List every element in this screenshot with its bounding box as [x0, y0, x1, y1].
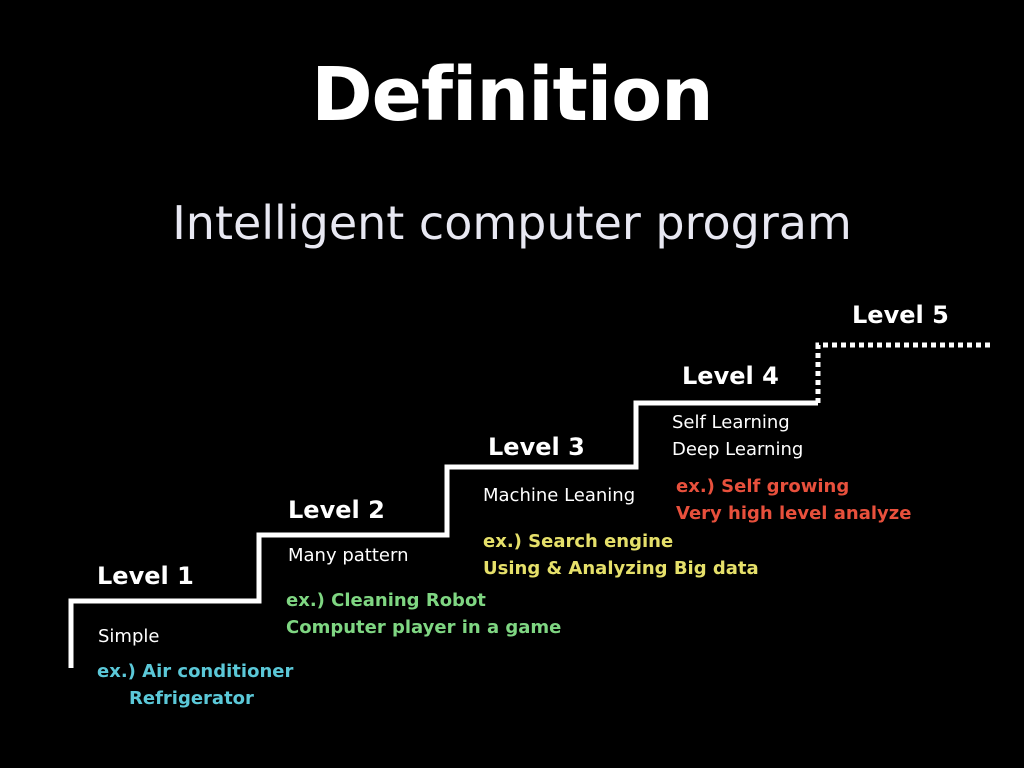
level-3-example: ex.) Search engine: [483, 531, 674, 552]
slide-title: Definition: [311, 52, 713, 138]
level-4-desc: Deep Learning: [672, 439, 804, 460]
slide-subtitle: Intelligent computer program: [172, 196, 852, 250]
level-5-label: Level 5: [852, 301, 949, 329]
level-1-example: ex.) Air conditioner: [97, 661, 294, 682]
staircase-line: [68, 400, 818, 668]
level-1-desc: Simple: [98, 626, 160, 647]
staircase-future-line: [815, 342, 990, 403]
level-3-desc: Machine Leaning: [483, 485, 636, 506]
level-2-example: Computer player in a game: [286, 617, 562, 638]
level-2-example: ex.) Cleaning Robot: [286, 590, 486, 611]
level-4-example: Very high level analyze: [676, 503, 912, 524]
level-1-label: Level 1: [97, 562, 194, 590]
level-1-example: Refrigerator: [129, 688, 254, 709]
level-4-label: Level 4: [682, 362, 779, 390]
level-3-label: Level 3: [488, 433, 585, 461]
level-2-desc: Many pattern: [288, 545, 409, 566]
level-3-example: Using & Analyzing Big data: [483, 558, 759, 579]
level-4-example: ex.) Self growing: [676, 476, 850, 497]
level-4-desc: Self Learning: [672, 412, 790, 433]
level-2-label: Level 2: [288, 496, 385, 524]
